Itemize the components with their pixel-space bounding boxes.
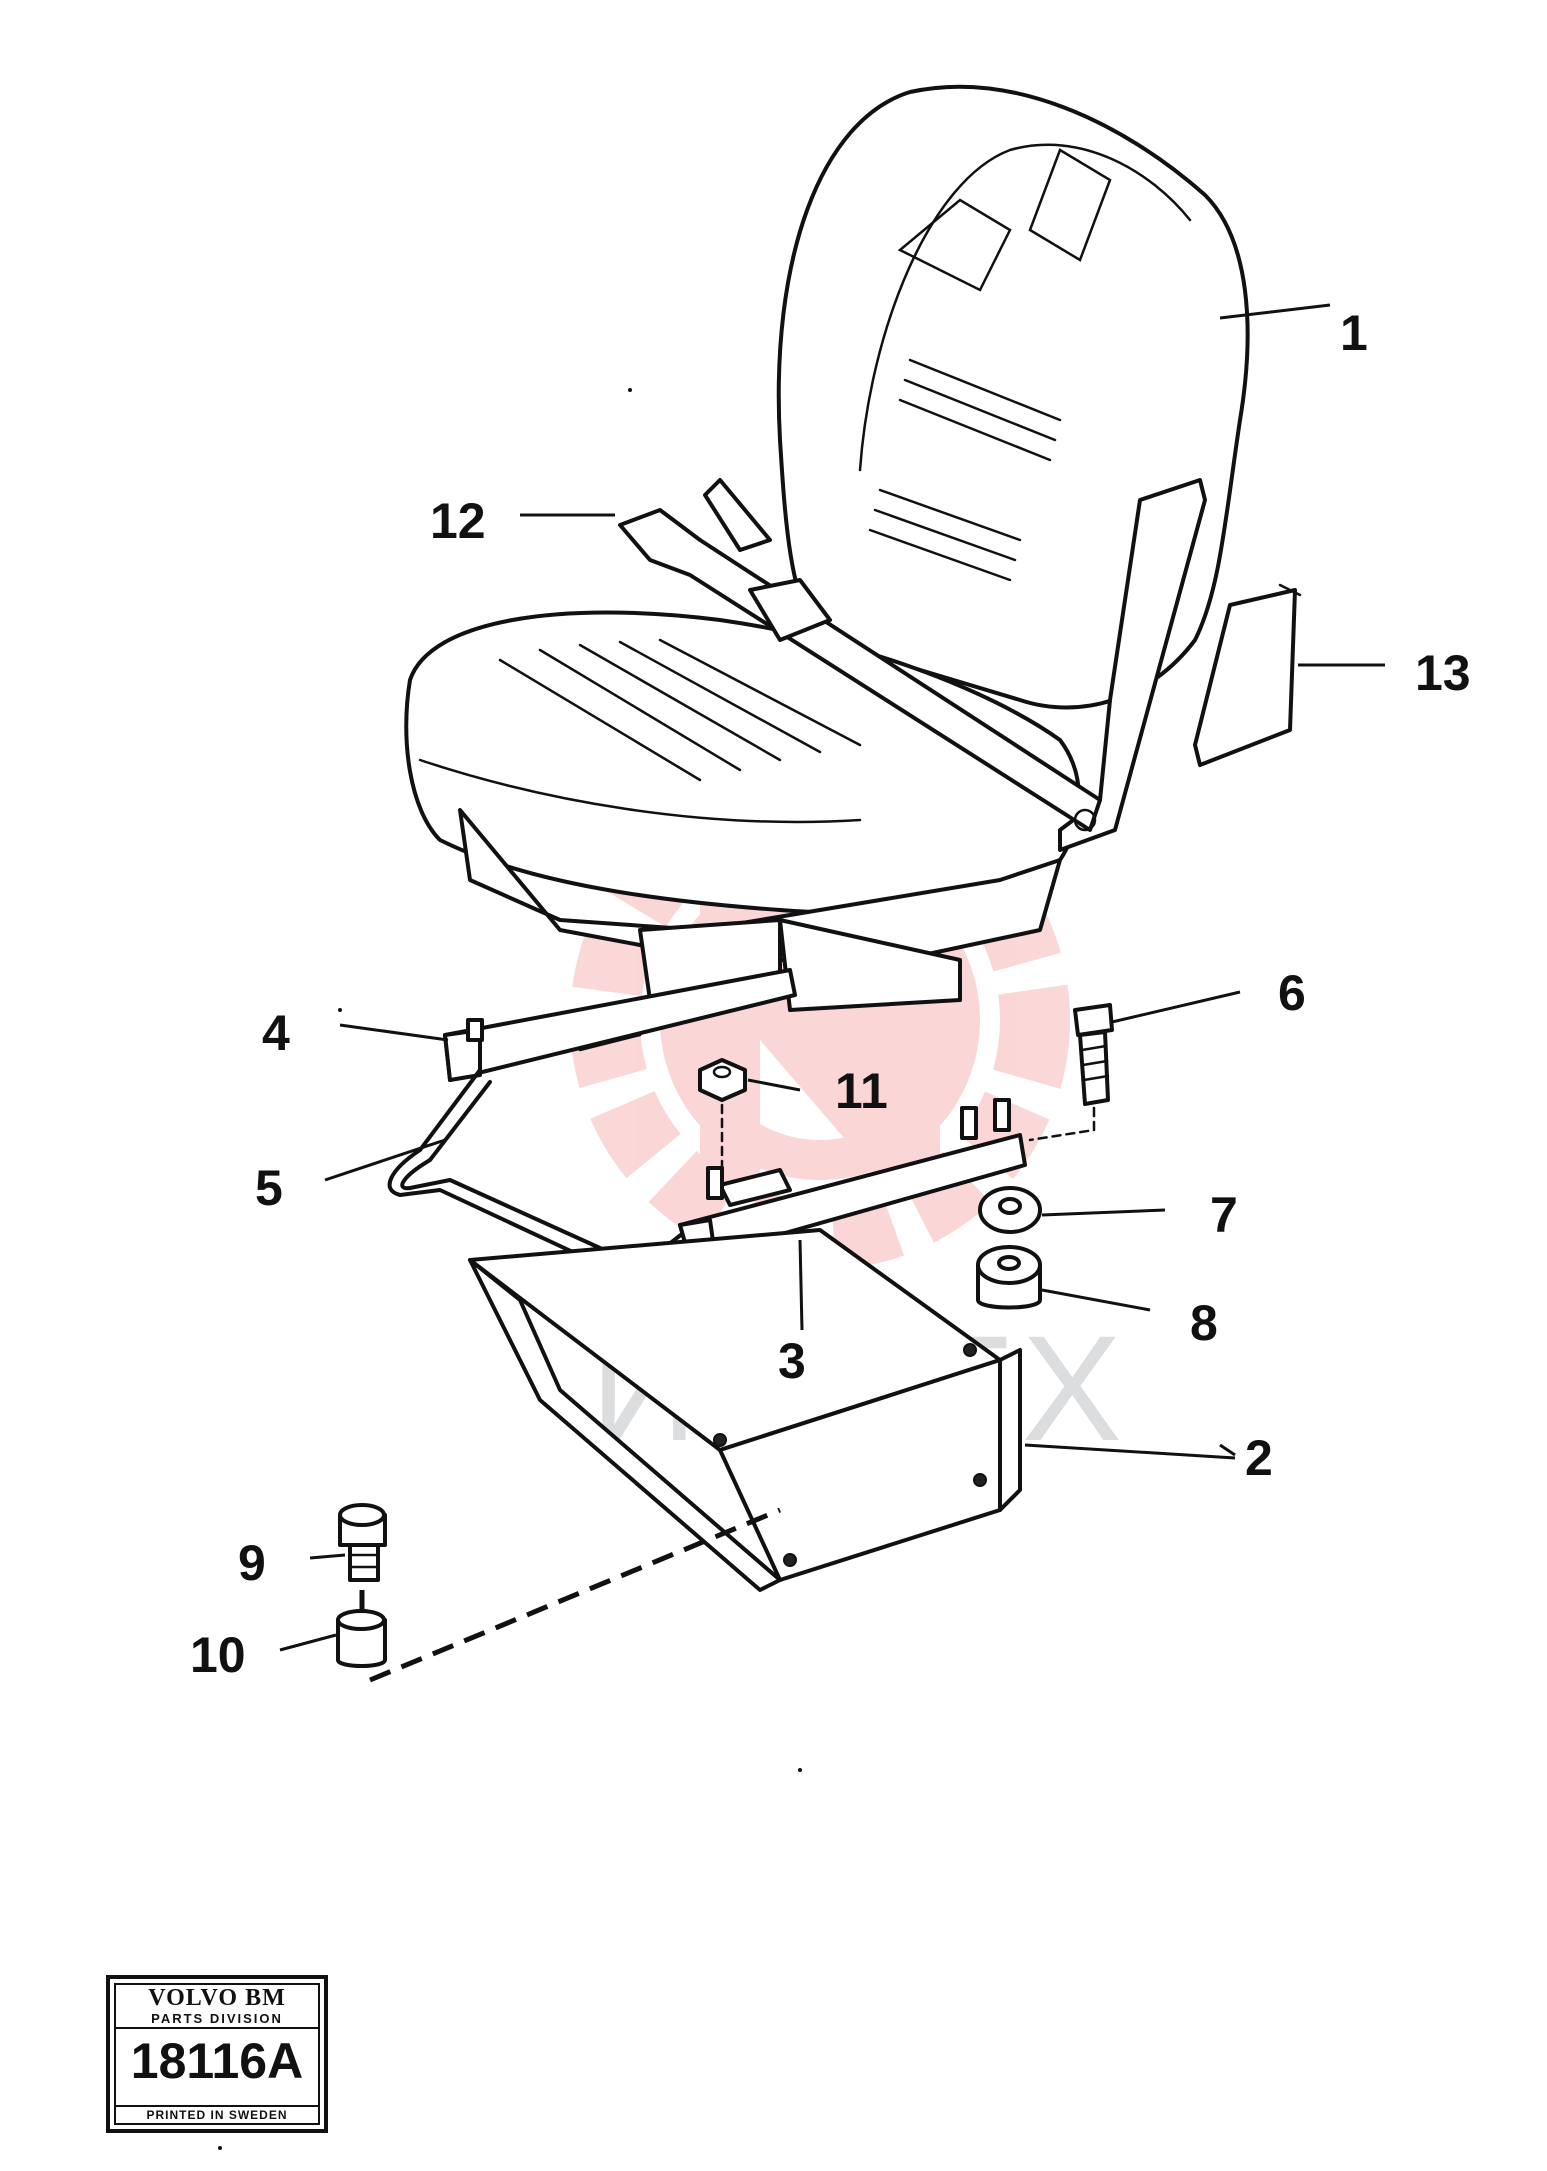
slide-rail-front <box>678 1098 1027 1262</box>
seat <box>404 84 1250 1012</box>
stamp-brand: VOLVO BM <box>148 1985 286 2011</box>
callout-11: 11 <box>835 1063 888 1119</box>
stamp-printed: PRINTED IN SWEDEN <box>146 2108 288 2122</box>
callout-4: 4 <box>262 1005 290 1061</box>
callout-2: 2 <box>1245 1430 1273 1486</box>
slide-rail-rear <box>443 968 797 1082</box>
stamp-division: PARTS DIVISION <box>116 2011 318 2029</box>
callout-5: 5 <box>255 1160 283 1216</box>
leader-lines <box>279 303 1385 1652</box>
nut <box>698 1058 747 1102</box>
seat-belt <box>618 508 1102 832</box>
washer <box>978 1186 1042 1234</box>
spacer <box>336 1609 387 1668</box>
bolt <box>338 1503 387 1582</box>
stray-marks <box>218 388 802 2150</box>
callout-1: 1 <box>1340 305 1368 361</box>
callout-13: 13 <box>1415 645 1471 701</box>
callout-7: 7 <box>1210 1187 1238 1243</box>
volvo-bm-parts-stamp: VOLVO BM PARTS DIVISION 18116A PRINTED I… <box>106 1975 328 2133</box>
callout-8: 8 <box>1190 1295 1218 1351</box>
callout-3: 3 <box>778 1333 806 1389</box>
callout-10: 10 <box>190 1627 246 1683</box>
callout-9: 9 <box>238 1535 266 1591</box>
screw <box>1073 1003 1114 1106</box>
callouts: 1 2 3 4 5 6 7 8 9 10 11 12 13 <box>190 305 1471 1683</box>
stamp-drawing-number: 18116A <box>116 2029 318 2107</box>
callout-12: 12 <box>430 493 486 549</box>
callout-6: 6 <box>1278 965 1306 1021</box>
rubber-bushing <box>976 1245 1042 1310</box>
cover-plate <box>1193 583 1302 767</box>
assembly-lines <box>359 1103 1096 1683</box>
seat-console <box>468 1228 1022 1592</box>
